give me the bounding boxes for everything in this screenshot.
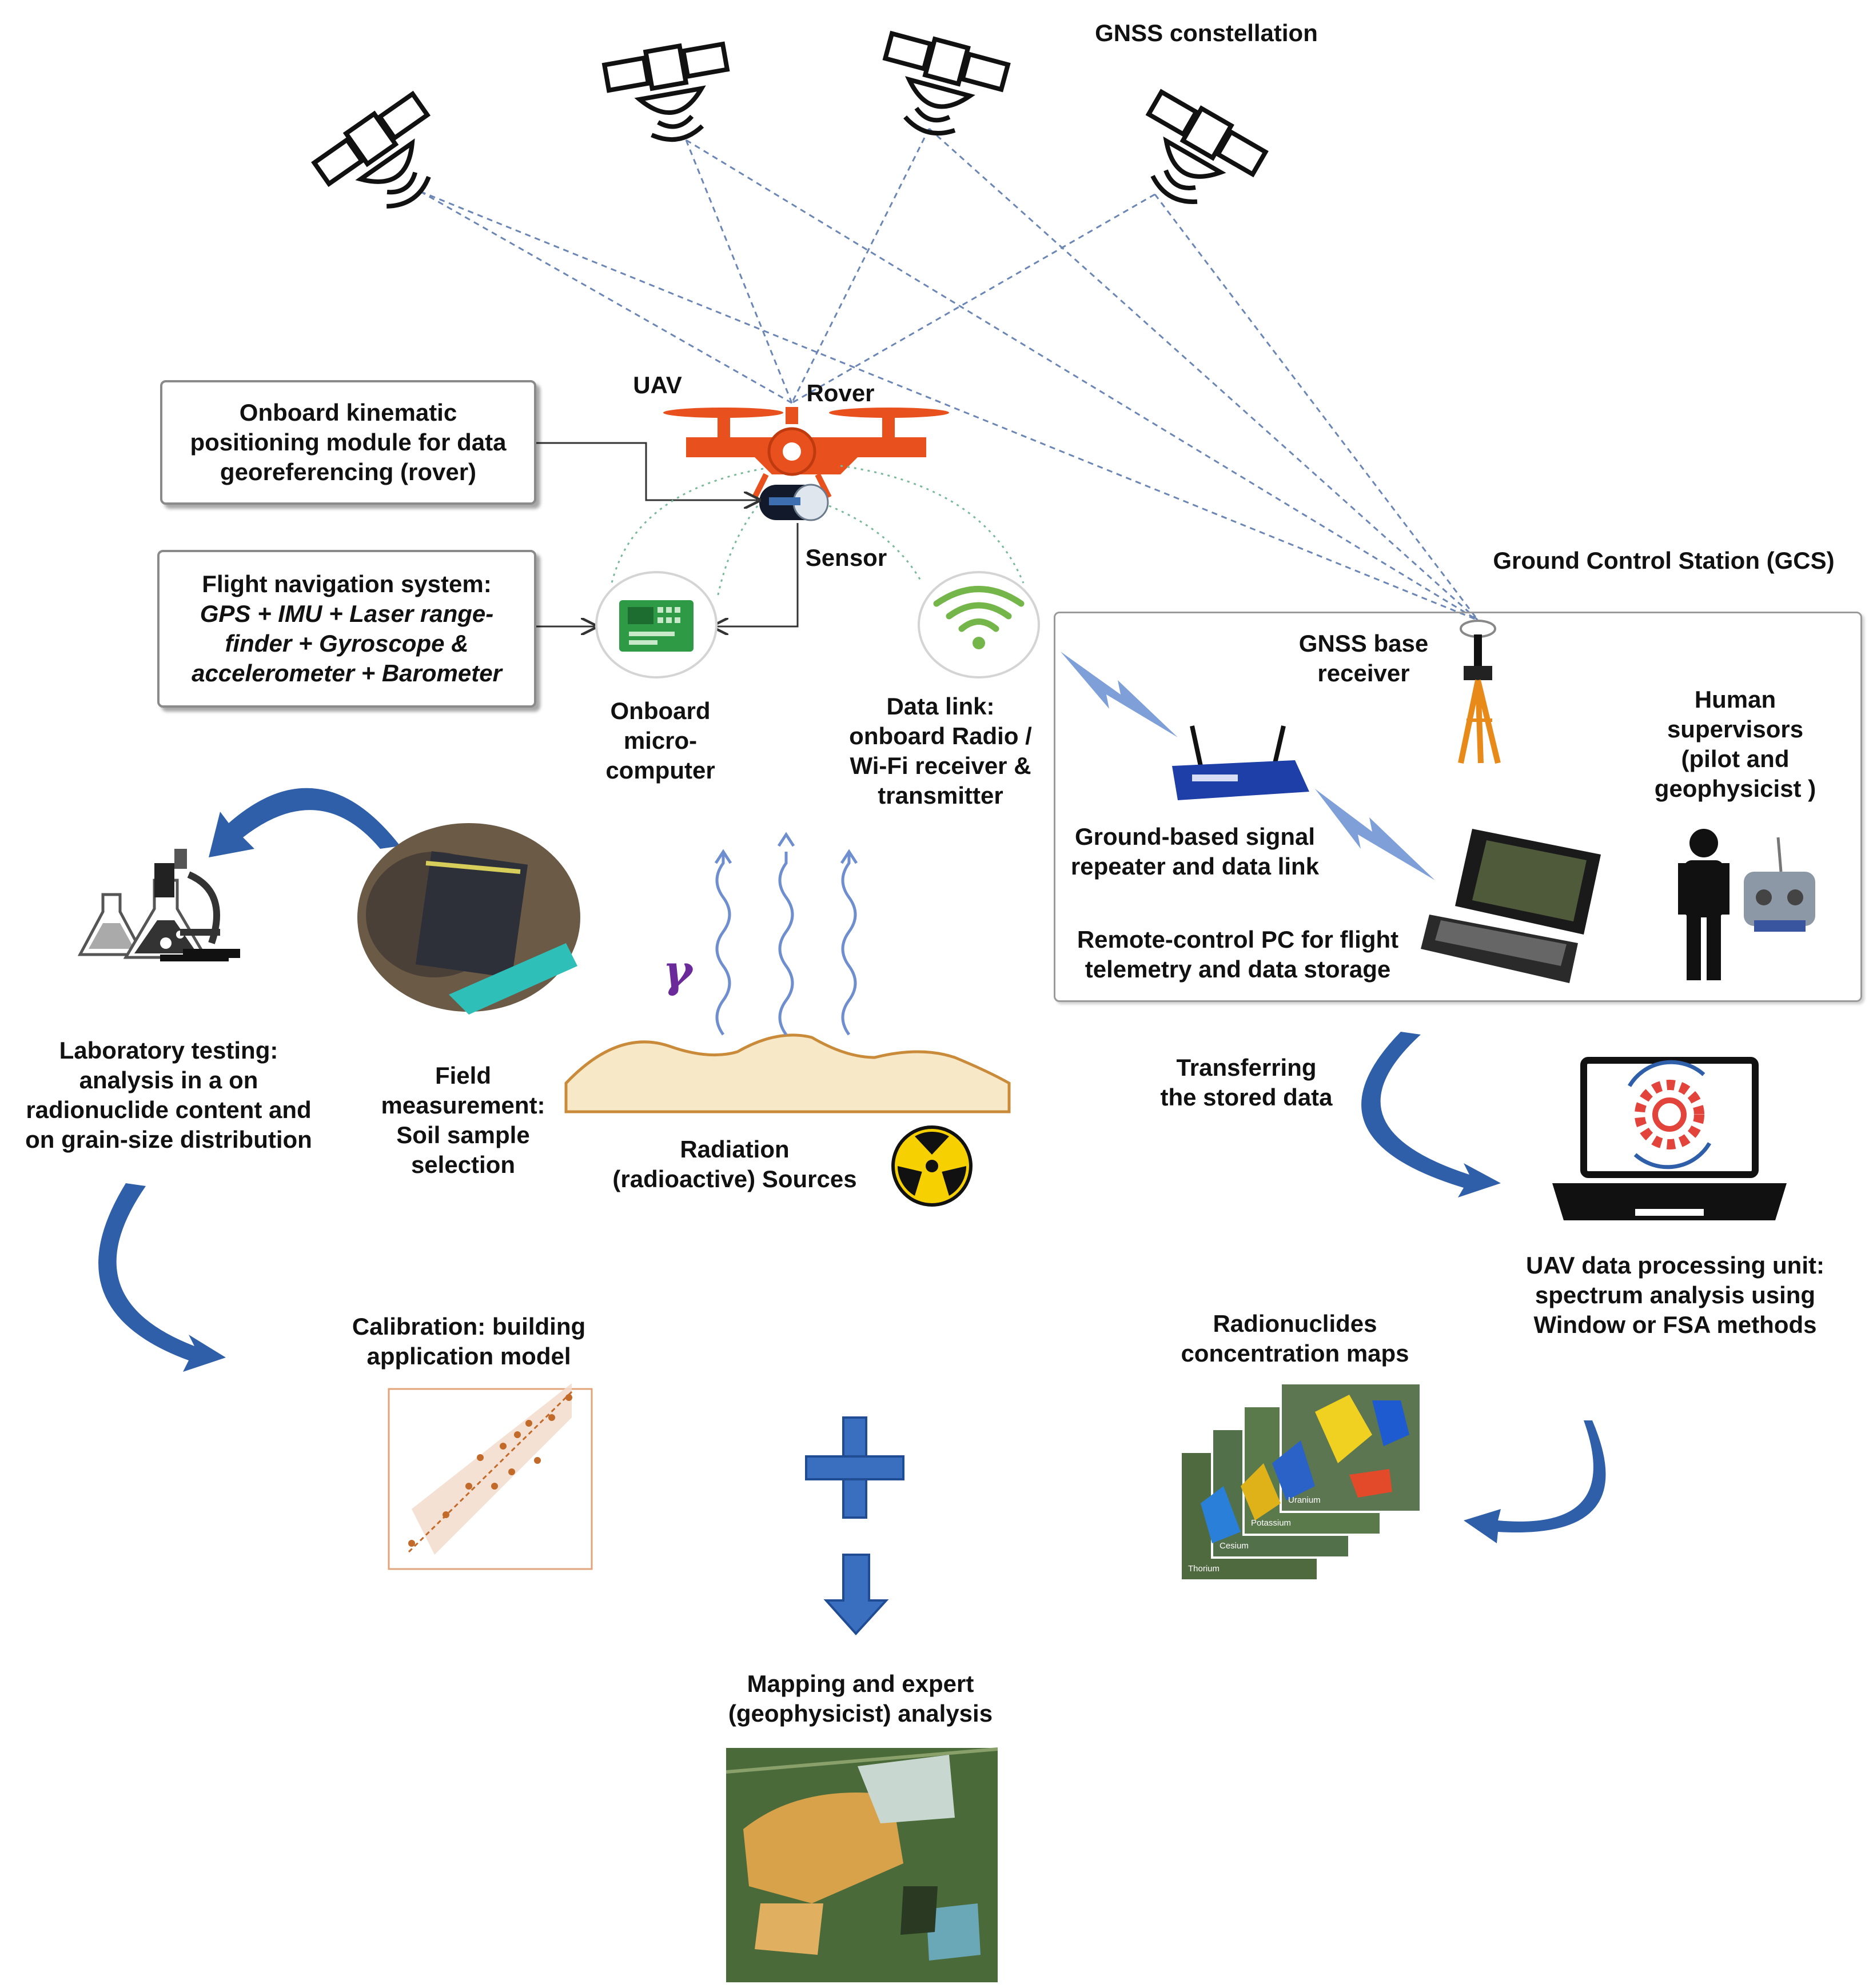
map-layer-label: Uranium (1288, 1495, 1321, 1505)
map-layer-label: Cesium (1220, 1541, 1249, 1551)
curved-arrows (98, 788, 1606, 1543)
positioning-module-text: Onboard kinematic positioning module for… (190, 399, 507, 485)
gnss-base-receiver-label: GNSS base receiver (1298, 630, 1429, 686)
wireless-links (611, 465, 1025, 598)
calibration-chart (388, 1383, 593, 1570)
microcomputer-icon (595, 571, 718, 678)
satellite-icon (601, 41, 730, 142)
datalink-label: Data link: onboard Radio / Wi-Fi receive… (849, 693, 1032, 809)
microcomputer-label: Onboard micro- computer (605, 697, 715, 784)
lightning-icon (1061, 652, 1435, 880)
soil-sample-photo (357, 823, 580, 1015)
laboratory-testing-label: Laboratory testing: analysis in a on rad… (25, 1037, 312, 1153)
concentration-maps-label: Radionuclides concentration maps (1181, 1310, 1409, 1367)
radiation-icon (891, 1125, 973, 1207)
satellite-icon (1145, 89, 1269, 204)
field-measurement-label: Field measurement: Soil sample selection (381, 1062, 545, 1178)
rover-label: Rover (806, 380, 875, 406)
aerial-map (726, 1747, 998, 1982)
satellite-icon (311, 90, 431, 209)
processing-unit-label: UAV data processing unit: spectrum analy… (1526, 1252, 1824, 1338)
map-layer-label: Potassium (1251, 1518, 1291, 1528)
satellite-icon (882, 30, 1011, 136)
sensor-icon (759, 484, 829, 521)
map-layer-label: Thorium (1188, 1564, 1220, 1574)
transfer-data-label: Transferring the stored data (1160, 1054, 1333, 1111)
person-icon (1678, 829, 1729, 980)
mapping-analysis-label: Mapping and expert (geophysicist) analys… (728, 1670, 993, 1727)
laptop-icon (1421, 829, 1601, 983)
uav-label: UAV (633, 372, 682, 398)
radiation-hill (564, 1033, 1011, 1113)
human-supervisors-label: Human supervisors (pilot and geophysicis… (1654, 686, 1816, 802)
laboratory-icon (77, 849, 240, 961)
plus-icon (805, 1416, 904, 1519)
router-icon (1172, 725, 1309, 800)
calibration-label: Calibration: building application model (352, 1313, 586, 1370)
gamma-symbol: γ (663, 945, 692, 997)
navigation-system-box: Flight navigation system: GPS + IMU + La… (157, 550, 536, 708)
gnss-base-icon (1458, 620, 1501, 764)
drone-icon (663, 407, 949, 499)
wifi-icon (918, 571, 1040, 678)
positioning-module-box: Onboard kinematic positioning module for… (160, 380, 536, 505)
remote-controller-icon (1744, 837, 1815, 932)
sensor-label: Sensor (805, 544, 887, 571)
gnss-signal-lines (420, 127, 1479, 621)
remote-pc-label: Remote-control PC for flight telemetry a… (1077, 926, 1399, 983)
gcs-title: Ground Control Station (GCS) (1493, 547, 1835, 574)
navigation-system-title: Flight navigation system: (202, 570, 492, 597)
gnss-constellation-label: GNSS constellation (1095, 19, 1318, 46)
concentration-maps-stack (1179, 1382, 1422, 1582)
navigation-system-components: GPS + IMU + Laser range- finder + Gyrosc… (192, 600, 502, 686)
signal-repeater-label: Ground-based signal repeater and data li… (1070, 823, 1320, 880)
gcs-panel (1054, 612, 1862, 1002)
processing-laptop-icon (1552, 1057, 1787, 1220)
down-arrow-icon (823, 1554, 889, 1635)
gamma-waves (714, 832, 858, 1036)
box-connectors (535, 442, 799, 626)
radiation-sources-label: Radiation (radioactive) Sources (612, 1136, 857, 1192)
